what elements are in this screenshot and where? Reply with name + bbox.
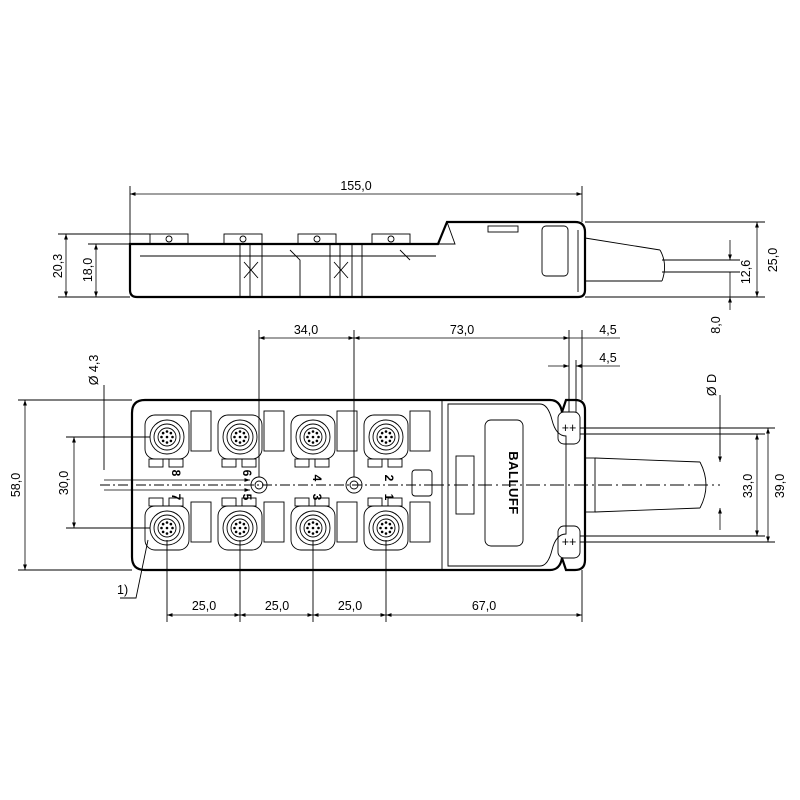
dim-25-0-c: 25,0 [338,599,362,613]
pin-label-5: 5 [240,494,254,501]
pin-label-6: 6 [240,470,254,477]
connector-port [363,410,431,468]
side-internal-details [140,221,579,297]
dim-25-0-a: 25,0 [192,599,216,613]
dim-cable-diameter: Ø D [705,374,719,396]
dim-155: 155,0 [340,179,371,193]
dim-34-0: 34,0 [294,323,318,337]
side-cable [584,237,665,282]
top-cable [430,457,720,513]
connector-port [217,410,285,468]
side-body-outline [128,220,587,299]
dim-58-0: 58,0 [9,473,23,497]
brand-label: BALLUFF [506,451,521,514]
dim-12-6: 12,6 [739,260,753,284]
dim-39-0: 39,0 [773,474,787,498]
pin-label-8: 8 [169,470,183,477]
dim-73-0: 73,0 [450,323,474,337]
dim-hole-diameter: Ø 4,3 [87,355,101,386]
dim-30-0: 30,0 [57,471,71,495]
dim-20-3: 20,3 [51,254,65,278]
dim-33-0: 33,0 [741,474,755,498]
pin-label-4: 4 [310,475,324,482]
connector-port [290,410,358,468]
dim-25-0-b: 25,0 [265,599,289,613]
dim-67-0: 67,0 [472,599,496,613]
pin-label-3: 3 [310,494,324,501]
pin-label-7: 7 [169,494,183,501]
plus-marks-bottom: ++ [562,535,577,549]
top-view: ++ ++ BALLUFF 8 7 6 5 4 3 2 1 [9,323,787,622]
note-leader [120,539,149,599]
qd-mark [411,469,433,497]
pin-label-1: 1 [382,494,396,501]
side-view: 155,0 20,3 18,0 25,0 12,6 8,0 [51,179,780,334]
dim-8-0: 8,0 [709,316,723,333]
note-ref: 1) [117,583,128,597]
dim-18-0: 18,0 [81,258,95,282]
plus-marks-top: ++ [562,421,577,435]
dim-4-5-a: 4,5 [599,323,616,337]
side-connector-tops [149,233,411,245]
dim-4-5-b: 4,5 [599,351,616,365]
dim-25-0: 25,0 [766,248,780,272]
brand-plate [484,419,524,547]
pin-label-2: 2 [382,475,396,482]
